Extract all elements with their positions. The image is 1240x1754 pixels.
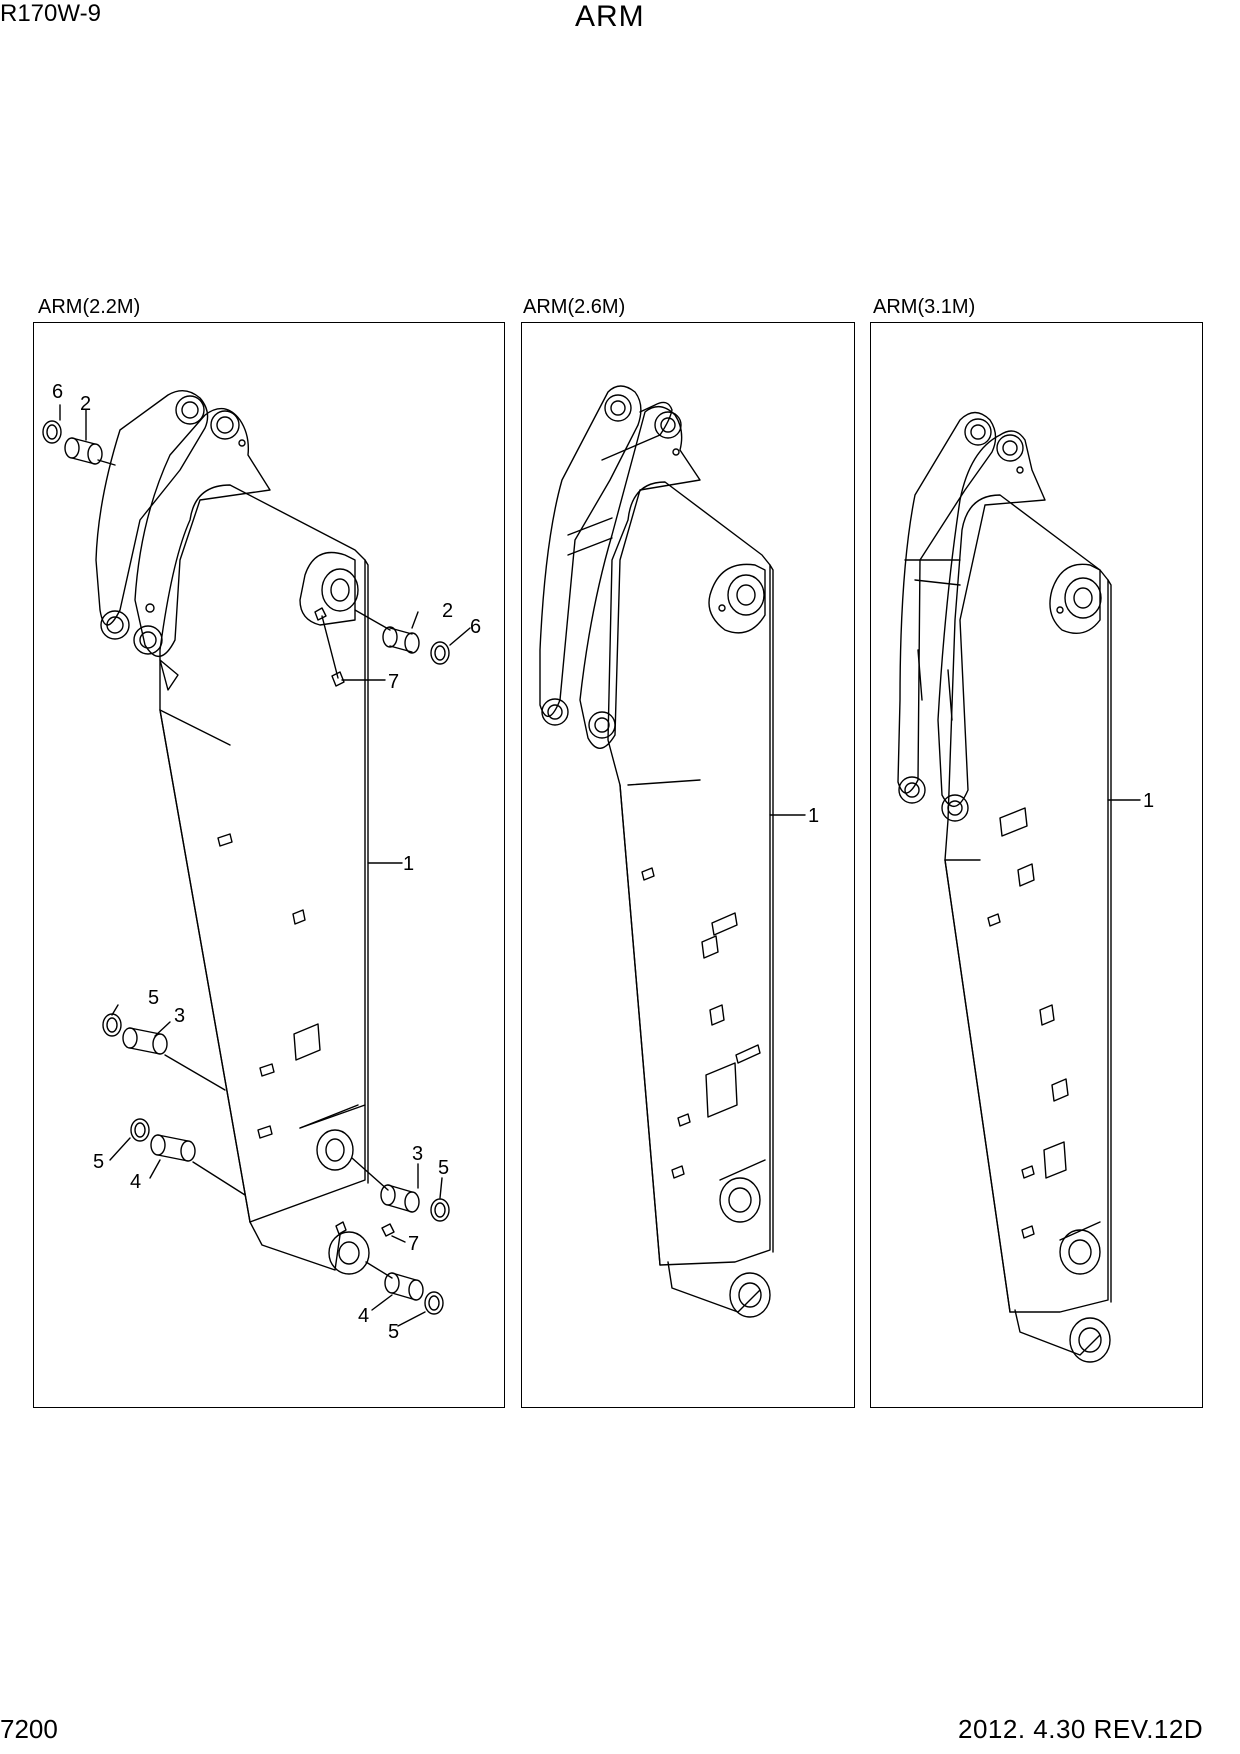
callout-4: 4 [358,1305,369,1327]
callout-6: 6 [52,381,63,403]
callout-4: 4 [130,1171,141,1193]
callout-2: 2 [442,600,453,622]
callout-5: 5 [148,987,159,1009]
page-title: ARM [575,0,645,33]
callout-5: 5 [388,1321,399,1343]
arm-2-6m-drawing [539,385,806,1318]
panel-arm-2-6m [521,322,855,1408]
panel-label-arm-2-6m: ARM(2.6M) [523,296,626,318]
callout-5: 5 [93,1151,104,1173]
callout-1: 1 [808,805,819,827]
callout-3: 3 [174,1005,185,1027]
panel-label-arm-2-2m: ARM(2.2M) [38,296,141,318]
callout-7: 7 [388,671,399,693]
panel-arm-3-1m [870,322,1203,1408]
model-code: R170W-9 [0,0,101,27]
callout-1: 1 [1143,790,1154,812]
callout-6: 6 [470,616,481,638]
callout-5: 5 [438,1157,449,1179]
callout-3: 3 [412,1143,423,1165]
arm-3-1m-drawing [897,411,1141,1363]
callout-7: 7 [408,1233,419,1255]
page-number: 7200 [0,1714,58,1744]
callout-2: 2 [80,393,91,415]
revision-label: 2012. 4.30 REV.12D [958,1714,1204,1744]
arm-2-2m-drawing [42,390,471,1327]
callout-1: 1 [403,853,414,875]
panel-arm-2-2m [33,322,505,1408]
panel-label-arm-3-1m: ARM(3.1M) [873,296,976,318]
